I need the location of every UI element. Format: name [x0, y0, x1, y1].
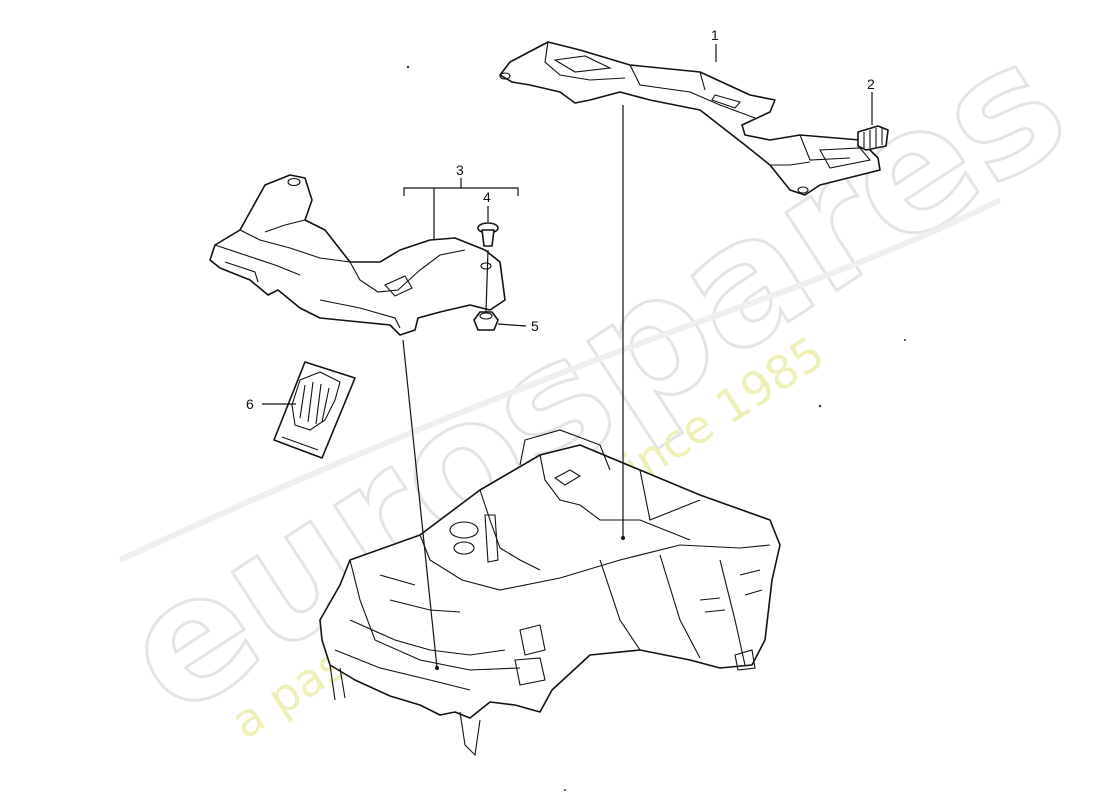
part-1-long-cover-panel[interactable]	[499, 41, 881, 196]
leader-1-dot	[621, 536, 625, 540]
leader-3-down	[402, 339, 438, 669]
scan-specks	[406, 65, 906, 791]
leader-3-bracket	[403, 178, 519, 240]
part-6-packaged-glove[interactable]	[273, 361, 356, 459]
callout-1: 1	[711, 27, 719, 43]
callout-4: 4	[483, 189, 491, 205]
part-2-clip[interactable]	[857, 125, 889, 151]
part-5-grommet-nut[interactable]	[473, 311, 499, 331]
leader-lines	[262, 44, 873, 670]
part-4-expanding-rivet[interactable]	[477, 222, 499, 247]
callout-labels: 1 2 3 4 5 6	[246, 27, 875, 412]
leader-5	[497, 323, 527, 327]
watermark-swoosh	[118, 197, 1002, 563]
part-3-short-cover-panel[interactable]	[209, 174, 506, 336]
leader-4-axis	[485, 249, 489, 313]
callout-6: 6	[246, 396, 254, 412]
callout-3: 3	[456, 162, 464, 178]
leader-3-dot	[435, 666, 439, 670]
callout-2: 2	[867, 76, 875, 92]
callout-5: 5	[531, 318, 539, 334]
